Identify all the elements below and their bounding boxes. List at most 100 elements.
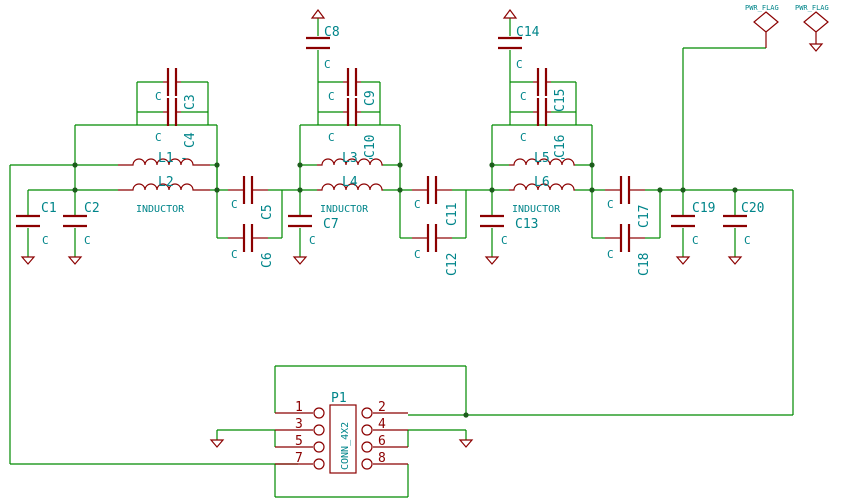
- capacitor-c16-ref: C16: [553, 135, 568, 158]
- power-flag-1[interactable]: PWR_FLAG: [745, 4, 779, 48]
- pin-8-label: 8: [378, 451, 386, 466]
- capacitor-c8-value: C: [324, 58, 331, 71]
- capacitor-c11-value: C: [414, 198, 421, 211]
- capacitor-c11[interactable]: C C11: [412, 176, 460, 226]
- capacitor-c18-value: C: [607, 248, 614, 261]
- capacitor-c15[interactable]: C C15: [520, 68, 568, 112]
- capacitor-c4[interactable]: C C4: [155, 98, 198, 148]
- capacitor-c12-value: C: [414, 248, 421, 261]
- capacitor-c1[interactable]: C1 C: [16, 201, 57, 247]
- capacitor-c19[interactable]: C19 C: [671, 201, 715, 247]
- capacitor-c10[interactable]: C C10: [328, 98, 378, 158]
- inductor-l3[interactable]: L3 -: [317, 151, 383, 166]
- capacitor-c8[interactable]: C8 C: [306, 25, 340, 71]
- connector-p1-value: CONN_4X2: [340, 422, 351, 470]
- ground-icon: [292, 256, 308, 265]
- capacitor-c14-ref: C14: [516, 25, 540, 40]
- pin-3-label: 3: [295, 417, 303, 432]
- power-flag-2-label: PWR_FLAG: [795, 4, 829, 12]
- capacitor-c17-value: C: [607, 198, 614, 211]
- capacitor-c10-ref: C10: [363, 135, 378, 158]
- ground-icon: [209, 439, 225, 448]
- supply-arrow-icon: [310, 9, 326, 19]
- ground-icon: [484, 256, 500, 265]
- capacitor-c15-ref: C15: [553, 89, 568, 112]
- capacitor-c19-ref: C19: [692, 201, 715, 216]
- inductor-l4-ref: L4: [342, 175, 358, 190]
- inductor-l6-ref: L6: [534, 175, 550, 190]
- capacitor-c12[interactable]: C C12: [412, 224, 460, 276]
- capacitor-c4-value: C: [155, 131, 162, 144]
- capacitor-c15-value: C: [520, 90, 527, 103]
- capacitor-c16-value: C: [520, 131, 527, 144]
- capacitor-c3-ref: C3: [183, 94, 198, 110]
- capacitor-c3-value: C: [155, 90, 162, 103]
- capacitor-c17-ref: C17: [637, 205, 652, 228]
- inductor-l6-value: INDUCTOR: [512, 204, 561, 215]
- ground-icon: [67, 256, 83, 265]
- capacitor-c12-ref: C12: [445, 253, 460, 276]
- inductor-l4[interactable]: L4 INDUCTOR: [317, 175, 383, 215]
- pin-7-label: 7: [295, 451, 303, 466]
- inductor-l5[interactable]: L5 -: [509, 151, 575, 166]
- inductor-l4-value: INDUCTOR: [320, 204, 369, 215]
- capacitor-c2[interactable]: C2 C: [63, 201, 100, 247]
- capacitor-c18-ref: C18: [637, 253, 652, 276]
- capacitor-c5-ref: C5: [260, 204, 275, 220]
- capacitor-c14-value: C: [516, 58, 523, 71]
- capacitor-c9-ref: C9: [363, 90, 378, 106]
- ground-symbols: [20, 9, 743, 448]
- ground-icon: [727, 256, 743, 265]
- capacitor-c4-ref: C4: [183, 132, 198, 148]
- pin-2-label: 2: [378, 400, 386, 415]
- power-flag-1-label: PWR_FLAG: [745, 4, 779, 12]
- capacitor-c7[interactable]: C7 C: [288, 214, 339, 247]
- inductor-l6[interactable]: L6 INDUCTOR: [509, 175, 575, 215]
- capacitor-c19-value: C: [692, 234, 699, 247]
- wires: [9, 18, 794, 498]
- ground-icon: [458, 439, 474, 448]
- capacitor-c6[interactable]: C C6: [228, 224, 275, 268]
- pin-1-label: 1: [295, 400, 303, 415]
- capacitor-c2-ref: C2: [84, 201, 100, 216]
- capacitor-c14[interactable]: C14 C: [498, 25, 540, 71]
- capacitor-c2-value: C: [84, 234, 91, 247]
- power-flag-2[interactable]: PWR_FLAG: [795, 4, 829, 52]
- junction-dots: [72, 162, 738, 418]
- capacitor-c8-ref: C8: [324, 25, 340, 40]
- capacitor-c20-ref: C20: [741, 201, 764, 216]
- supply-arrow-icon: [502, 9, 518, 19]
- inductor-l2[interactable]: L2 INDUCTOR: [118, 175, 210, 215]
- connector-p1[interactable]: P1 CONN_4X2 1 2 3 4 5 6 7 8: [275, 391, 408, 474]
- pin-5-label: 5: [295, 434, 303, 449]
- capacitor-c13[interactable]: C13 C: [480, 214, 538, 247]
- capacitor-c9[interactable]: C C9: [328, 68, 378, 106]
- ground-icon: [20, 256, 36, 265]
- capacitor-c17[interactable]: C C17: [605, 176, 652, 228]
- capacitor-c20-value: C: [744, 234, 751, 247]
- inductor-l1-ref: L1: [158, 151, 174, 166]
- capacitor-c1-ref: C1: [41, 201, 57, 216]
- pin-4-label: 4: [378, 417, 386, 432]
- capacitor-c5[interactable]: C C5: [228, 176, 275, 220]
- inductor-l2-value: INDUCTOR: [136, 204, 185, 215]
- capacitor-c18[interactable]: C C18: [605, 224, 652, 276]
- inductor-l3-ref: L3: [342, 151, 358, 166]
- capacitor-c6-ref: C6: [260, 252, 275, 268]
- inductor-l2-ref: L2: [158, 175, 174, 190]
- capacitor-c13-ref: C13: [515, 217, 538, 232]
- inductor-l1[interactable]: L1 -: [118, 151, 210, 166]
- connector-p1-ref: P1: [331, 391, 347, 406]
- capacitor-c7-value: C: [309, 234, 316, 247]
- capacitor-c5-value: C: [231, 198, 238, 211]
- capacitor-c3[interactable]: C C3: [155, 68, 198, 110]
- capacitor-c20[interactable]: C20 C: [723, 201, 764, 247]
- inductor-l5-ref: L5: [534, 151, 550, 166]
- ground-icon: [675, 256, 691, 265]
- capacitor-c16[interactable]: C C16: [520, 98, 568, 158]
- capacitor-c7-ref: C7: [323, 217, 339, 232]
- inductor-l3-value: -: [367, 151, 375, 166]
- capacitor-c10-value: C: [328, 131, 335, 144]
- capacitor-c11-ref: C11: [445, 203, 460, 226]
- capacitor-c6-value: C: [231, 248, 238, 261]
